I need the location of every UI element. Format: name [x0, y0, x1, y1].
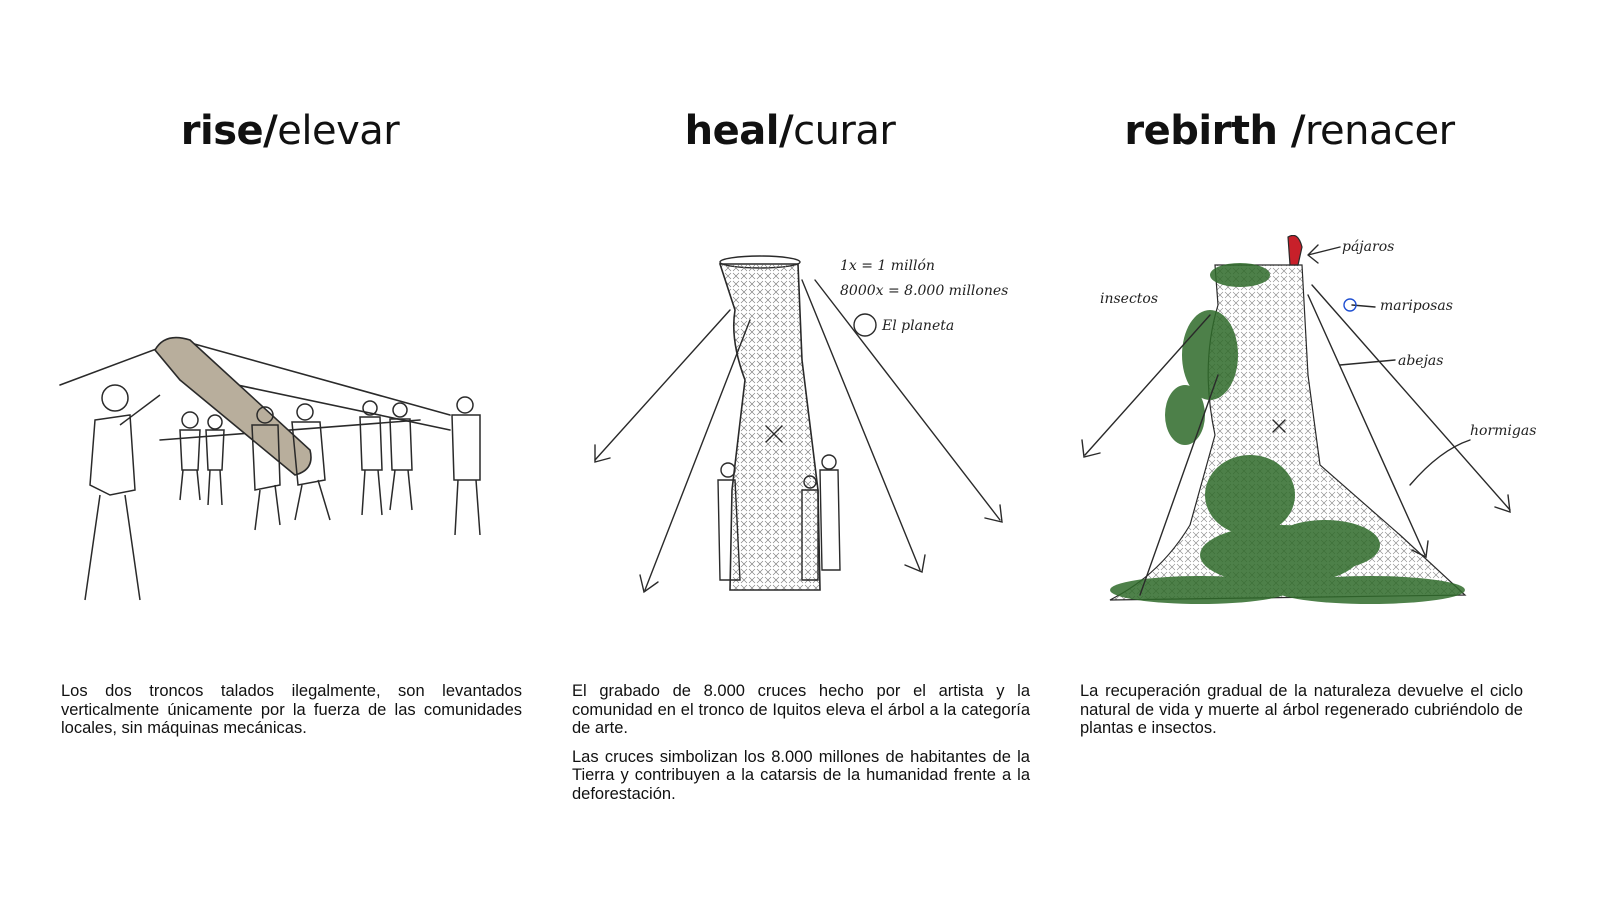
panel-title-rise: rise/elevar [180, 108, 400, 154]
annotation-planeta: El planeta [881, 318, 954, 334]
panel-text-rebirth: La recuperación gradual de la naturaleza… [1080, 682, 1523, 748]
annotation-insectos: insectos [1100, 291, 1158, 307]
paragraph: El grabado de 8.000 cruces hecho por el … [572, 682, 1030, 737]
panel-text-heal: El grabado de 8.000 cruces hecho por el … [572, 682, 1030, 813]
annotation-1x: 1x = 1 millón [840, 258, 935, 274]
annotation-abejas: abejas [1398, 353, 1443, 369]
panel-rebirth: rebirth /renacer [1040, 0, 1599, 899]
annotation-hormigas: hormigas [1470, 423, 1536, 439]
sketch-rise [59, 336, 481, 601]
annotation-pajaros: pájaros [1342, 239, 1394, 255]
annotation-8000x: 8000x = 8.000 millones [840, 283, 1008, 299]
paragraph: Los dos troncos talados ilegalmente, son… [61, 682, 522, 737]
sketch-heal: 1x = 1 millón 8000x = 8.000 millones El … [594, 255, 1008, 594]
panel-title-rebirth: rebirth /renacer [1124, 108, 1455, 154]
panel-title-heal: heal/curar [684, 108, 896, 154]
paragraph: La recuperación gradual de la naturaleza… [1080, 682, 1523, 737]
panel-rise: rise/elevar Los dos troncos talados ileg… [40, 0, 540, 899]
annotation-mariposas: mariposas [1380, 298, 1453, 314]
panel-heal: heal/curar 1x = 1 millón 8000x = 8.000 m… [540, 0, 1040, 899]
paragraph: Las cruces simbolizan los 8.000 millones… [572, 747, 1030, 803]
sketch-rebirth: pájaros insectos mariposas abejas hormig… [1081, 235, 1536, 604]
panel-text-rise: Los dos troncos talados ilegalmente, son… [61, 682, 522, 748]
